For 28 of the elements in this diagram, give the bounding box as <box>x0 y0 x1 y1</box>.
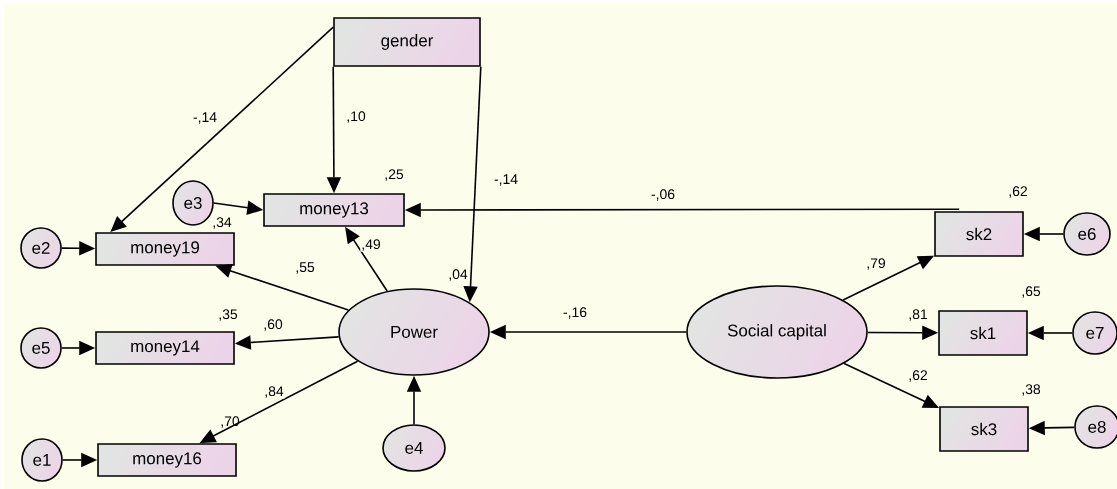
edge-label: -,14 <box>493 173 519 187</box>
observed-variable-box: money19 <box>95 232 235 266</box>
edge-label: -,06 <box>650 188 676 202</box>
observed-variable-box: money16 <box>97 443 237 477</box>
edge-label: ,55 <box>294 261 316 275</box>
squared-correlation: ,70 <box>221 416 240 428</box>
edge-label: ,79 <box>865 257 887 271</box>
observed-variable-box: sk1 <box>938 310 1028 356</box>
squared-correlation: ,62 <box>1009 186 1027 198</box>
edge-label: ,84 <box>263 385 285 399</box>
squared-correlation: ,04 <box>449 269 468 281</box>
edge-label: -,16 <box>562 306 588 320</box>
edge-label: ,49 <box>360 238 382 252</box>
edge-label: ,62 <box>907 369 929 383</box>
observed-variable-box: gender <box>333 17 481 67</box>
squared-correlation: ,34 <box>213 217 232 229</box>
observed-variable-box: sk3 <box>939 406 1029 452</box>
edge-label: -,14 <box>192 111 218 125</box>
observed-variable-box: sk2 <box>934 211 1024 257</box>
edge-label: ,10 <box>345 110 367 124</box>
squared-correlation: ,65 <box>1022 286 1041 298</box>
observed-variable-box: money13 <box>263 193 405 227</box>
squared-correlation: ,25 <box>385 169 404 181</box>
edge-label: ,60 <box>262 318 284 332</box>
squared-correlation: ,35 <box>219 309 238 321</box>
edge-label: ,81 <box>907 308 929 322</box>
observed-variable-box: money14 <box>95 331 235 365</box>
squared-correlation: ,38 <box>1022 384 1041 396</box>
